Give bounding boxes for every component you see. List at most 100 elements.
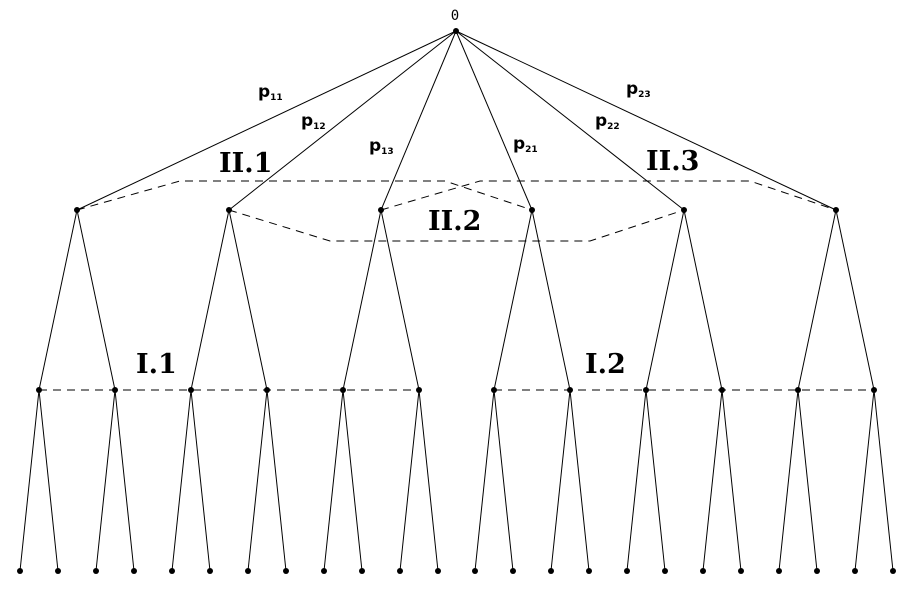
tree-edges (19, 30, 894, 572)
information-set-lines (39, 180, 874, 391)
chance-edge (455, 30, 837, 211)
player1-edge (323, 389, 344, 572)
player2-node (226, 207, 232, 213)
player1-edge (493, 389, 514, 572)
player1-node (416, 387, 422, 393)
leaf-node (435, 568, 441, 574)
infoset-label-i-1: I.1 (136, 349, 177, 380)
prob-label-p13: p13 (369, 136, 394, 157)
player1-node (567, 387, 573, 393)
player1-edge (778, 389, 799, 572)
leaf-node (359, 568, 365, 574)
root-node (453, 28, 459, 34)
infoset-label-ii-2: II.2 (428, 206, 481, 237)
player1-edge (854, 389, 875, 572)
player2-node (833, 207, 839, 213)
prob-base: p (258, 82, 270, 102)
player2-node (681, 207, 687, 213)
player1-edge (550, 389, 571, 572)
player1-edge (95, 389, 116, 572)
leaf-node (700, 568, 706, 574)
player1-edge (247, 389, 268, 572)
player1-node (871, 387, 877, 393)
leaf-node (397, 568, 403, 574)
root-label: 0 (451, 8, 459, 24)
player2-edge (531, 209, 571, 391)
player2-edge (493, 209, 533, 391)
player1-node (188, 387, 194, 393)
prob-base: p (626, 79, 638, 99)
player1-node (36, 387, 42, 393)
player1-edge (190, 389, 211, 572)
player2-node (74, 207, 80, 213)
player1-node (264, 387, 270, 393)
prob-label-p22: p22 (595, 111, 620, 132)
leaf-node (55, 568, 61, 574)
player1-edge (873, 389, 894, 572)
infoset-line-ii-1 (76, 180, 533, 211)
player1-node (491, 387, 497, 393)
leaf-node (169, 568, 175, 574)
infoset-label-i-2: I.2 (585, 349, 626, 380)
player1-edge (114, 389, 135, 572)
chance-edge (455, 30, 685, 211)
chance-edge (455, 30, 533, 211)
leaf-node (548, 568, 554, 574)
prob-base: p (301, 111, 313, 131)
player2-edge (683, 209, 723, 391)
chance-edge (228, 30, 457, 211)
player2-edge (38, 209, 78, 391)
player1-node (340, 387, 346, 393)
prob-label-p12: p12 (301, 111, 326, 132)
leaf-node (814, 568, 820, 574)
leaf-node (738, 568, 744, 574)
player2-edge (797, 209, 837, 391)
leaf-node (586, 568, 592, 574)
player1-edge (171, 389, 192, 572)
prob-base: p (595, 111, 607, 131)
player1-edge (721, 389, 742, 572)
player2-edge (76, 209, 116, 391)
leaf-node (245, 568, 251, 574)
prob-sub: 23 (638, 90, 651, 100)
infoset-label-ii-1: II.1 (219, 148, 272, 179)
player1-edge (569, 389, 590, 572)
chance-edge (76, 30, 457, 211)
player2-edge (342, 209, 382, 391)
player1-edge (342, 389, 363, 572)
player1-edge (626, 389, 647, 572)
player1-node (643, 387, 649, 393)
player2-edge (190, 209, 230, 391)
prob-base: p (513, 134, 525, 154)
player2-edge (228, 209, 268, 391)
player1-node (795, 387, 801, 393)
tree-nodes (17, 28, 896, 574)
player2-edge (380, 209, 420, 391)
player2-edge (835, 209, 875, 391)
player1-edge (797, 389, 818, 572)
prob-label-p23: p23 (626, 79, 651, 100)
prob-base: p (369, 136, 381, 156)
prob-sub: 13 (381, 147, 394, 157)
leaf-node (93, 568, 99, 574)
chance-edge (380, 30, 457, 211)
leaf-node (207, 568, 213, 574)
leaf-node (624, 568, 630, 574)
player2-edge (645, 209, 685, 391)
prob-sub: 22 (607, 122, 620, 132)
player1-edge (474, 389, 495, 572)
prob-sub: 21 (525, 145, 538, 155)
leaf-node (131, 568, 137, 574)
player1-edge (19, 389, 40, 572)
player1-node (719, 387, 725, 393)
leaf-node (17, 568, 23, 574)
player1-edge (702, 389, 723, 572)
prob-sub: 12 (313, 122, 326, 132)
leaf-node (472, 568, 478, 574)
prob-label-p11: p11 (258, 82, 283, 103)
leaf-node (283, 568, 289, 574)
player1-node (112, 387, 118, 393)
infoset-label-ii-3: II.3 (646, 146, 699, 177)
infoset-line-ii-3 (380, 180, 837, 211)
